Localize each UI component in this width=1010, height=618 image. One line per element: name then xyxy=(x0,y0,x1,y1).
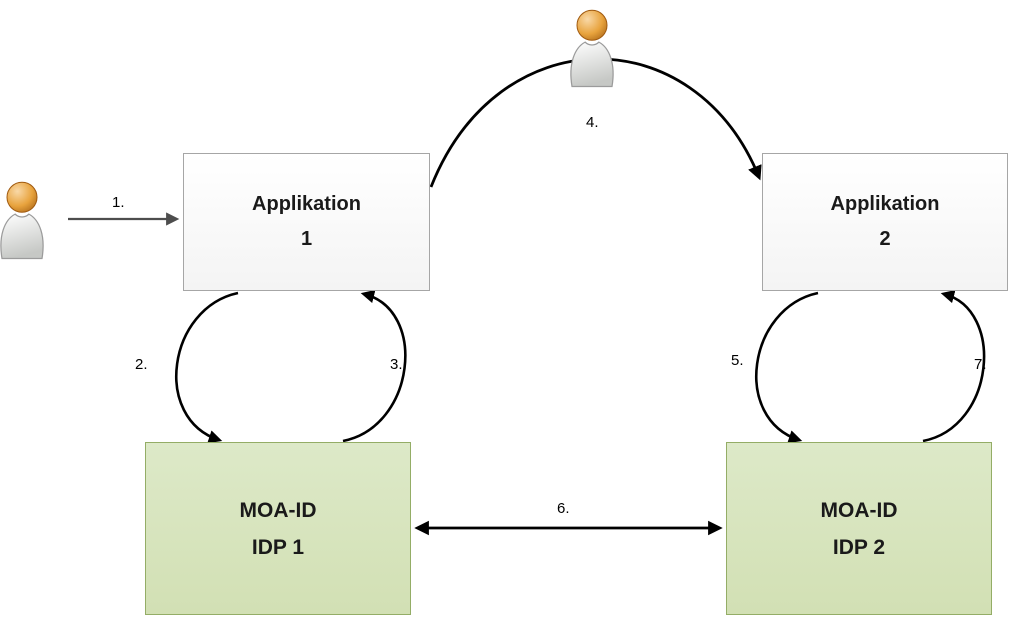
arrow-step-5-app2-to-idp2 xyxy=(754,291,819,444)
arrow-step-7-idp2-to-app2 xyxy=(922,290,986,443)
node-number: 1 xyxy=(300,228,313,250)
person-icon xyxy=(570,9,614,88)
person-icon xyxy=(0,181,44,260)
node-applikation-2: Applikation 2 xyxy=(762,153,1008,291)
node-applikation-1: Applikation 1 xyxy=(183,153,430,291)
person-body xyxy=(0,213,44,260)
node-number: 2 xyxy=(879,228,891,250)
node-title: MOA-ID xyxy=(239,498,317,522)
step-label-6: 6. xyxy=(557,500,570,517)
node-title: MOA-ID xyxy=(820,498,898,522)
step-label-2: 2. xyxy=(135,356,148,373)
node-title: Applikation xyxy=(252,193,361,215)
person-head xyxy=(6,181,38,213)
step-label-5: 5. xyxy=(731,352,744,369)
step-label-3: 3. xyxy=(390,356,403,373)
step-label-1: 1. xyxy=(112,194,125,211)
arrow-step-3-idp1-to-app1 xyxy=(342,289,407,443)
arrow-step-2-app1-to-idp1 xyxy=(174,291,239,444)
step-label-7: 7. xyxy=(974,356,987,373)
node-title: Applikation xyxy=(830,193,940,215)
person-body xyxy=(570,41,614,88)
node-moa-id-idp-2: MOA-ID IDP 2 xyxy=(726,442,992,615)
node-moa-id-idp-1: MOA-ID IDP 1 xyxy=(145,442,411,615)
node-subtitle: IDP 1 xyxy=(251,535,305,559)
step-label-4: 4. xyxy=(586,114,599,131)
person-head xyxy=(576,9,608,41)
node-subtitle: IDP 2 xyxy=(832,535,886,559)
